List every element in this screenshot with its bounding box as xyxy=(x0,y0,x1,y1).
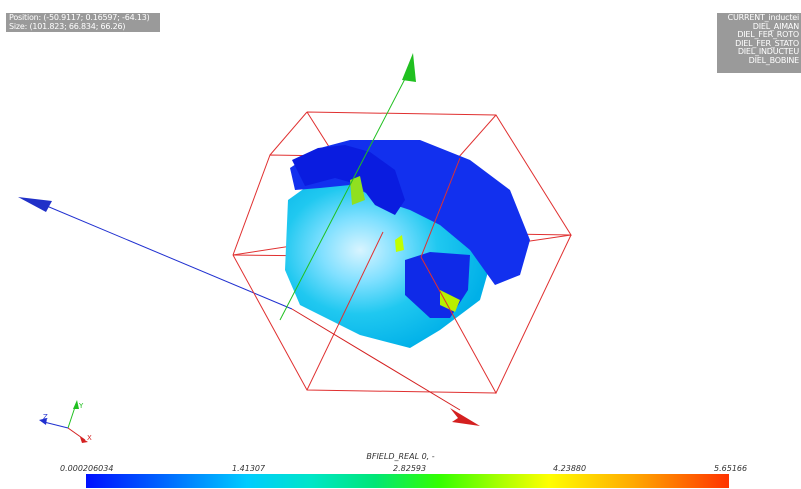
y-axis-line xyxy=(279,74,408,321)
group-item[interactable]: DIEL_AIMAN xyxy=(752,21,799,31)
colorbar xyxy=(86,474,729,488)
position-readout: Position: (-50.9117; 0.16597; -64.13) xyxy=(9,13,150,22)
x-axis-label: X xyxy=(87,434,92,442)
x-axis-cone-icon xyxy=(450,408,480,426)
group-item[interactable]: DIEL_FER_STATO xyxy=(735,38,799,48)
position-info-panel: Position: (-50.9117; 0.16597; -64.13) Si… xyxy=(6,13,160,32)
group-item[interactable]: CURRENT_inductei xyxy=(727,13,800,22)
y-axis-label: Y xyxy=(78,402,84,410)
orientation-triad: X Y Z xyxy=(39,400,92,443)
colorbar-tick: 2.82593 xyxy=(393,464,427,473)
colorbar-tick: 0.000206034 xyxy=(60,464,114,473)
z-axis-label: Z xyxy=(43,413,48,421)
x-axis-line xyxy=(291,308,461,411)
colorbar-tick: 1.41307 xyxy=(232,464,266,473)
colorbar-tick: 4.23880 xyxy=(553,464,587,473)
z-axis-line xyxy=(41,203,293,310)
y-axis-cone-icon xyxy=(402,53,416,82)
colorbar-tick: 5.65166 xyxy=(714,464,748,473)
z-axis-cone-icon xyxy=(18,197,52,212)
group-item[interactable]: DIEL_INDUCTEU xyxy=(737,47,799,56)
group-item[interactable]: DIEL_FER_ROTO xyxy=(737,30,799,39)
group-item[interactable]: DIEL_BOBINE xyxy=(748,55,800,65)
group-list-panel[interactable]: CURRENT_inductei DIEL_AIMAN DIEL_FER_ROT… xyxy=(717,13,801,73)
field-mesh[interactable] xyxy=(285,140,530,348)
size-readout: Size: (101.823; 66.834; 66.26) xyxy=(9,21,126,31)
colorbar-title: BFIELD_REAL 0, - xyxy=(366,452,435,461)
